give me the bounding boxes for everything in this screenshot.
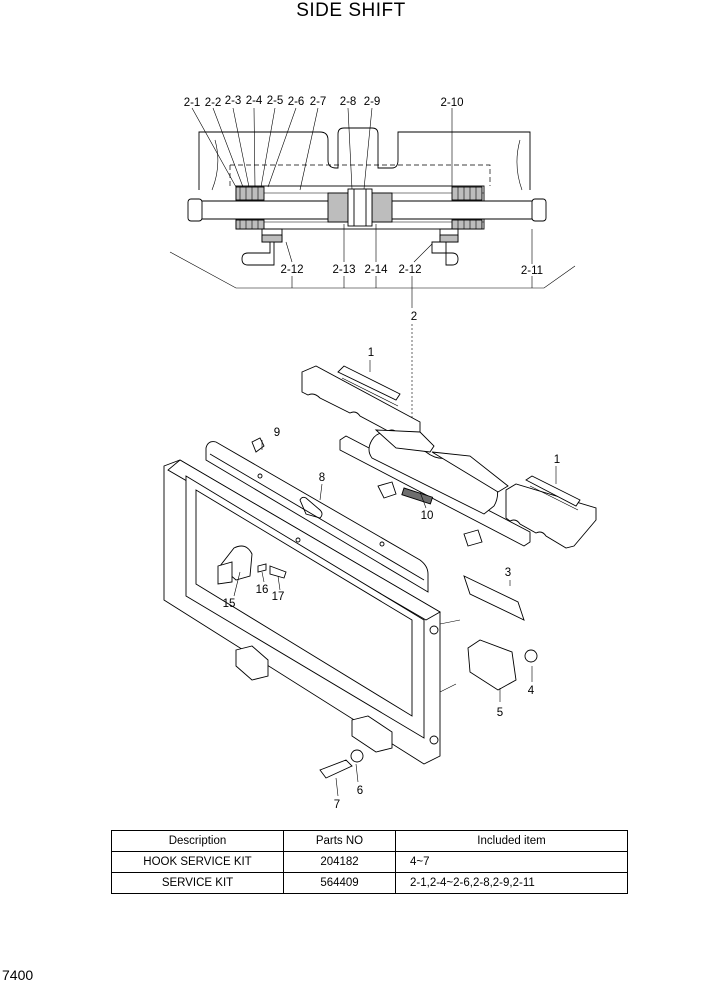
row-description: SERVICE KIT bbox=[111, 872, 284, 894]
row-parts-no: 564409 bbox=[283, 872, 396, 894]
part-leader-lines bbox=[233, 360, 557, 797]
table-header-row: Description Parts NO Included item bbox=[111, 830, 628, 852]
callout-3: 3 bbox=[505, 567, 511, 579]
callout-7: 7 bbox=[334, 799, 340, 811]
callout-4: 4 bbox=[528, 685, 535, 697]
callout-2-5: 2-5 bbox=[267, 95, 284, 107]
page-title: SIDE SHIFT bbox=[296, 0, 406, 21]
callout-labels: 2-1 2-2 2-3 2-4 2-5 2-6 2-7 2-8 2-9 2-10… bbox=[184, 95, 561, 811]
callout-10: 10 bbox=[421, 510, 434, 522]
callout-5: 5 bbox=[497, 707, 503, 719]
callout-2-3: 2-3 bbox=[225, 95, 242, 107]
callout-2-2: 2-2 bbox=[205, 97, 222, 109]
carriage-frame bbox=[163, 441, 441, 765]
cylinder-assembly bbox=[339, 429, 531, 547]
callout-2-14: 2-14 bbox=[364, 264, 388, 276]
header-included-item: Included item bbox=[395, 830, 628, 852]
page-number: 7400 bbox=[2, 967, 34, 983]
row-description: HOOK SERVICE KIT bbox=[111, 851, 284, 873]
table-row: HOOK SERVICE KIT 204182 4~7 bbox=[111, 851, 628, 873]
callout-2-10: 2-10 bbox=[440, 97, 463, 109]
cylinder-section-view bbox=[169, 127, 576, 289]
top-leader-lines bbox=[191, 107, 533, 420]
hardware-parts bbox=[251, 437, 538, 779]
lower-wear-strip bbox=[505, 475, 597, 549]
header-description: Description bbox=[111, 830, 284, 852]
callout-2-11: 2-11 bbox=[521, 265, 543, 277]
callout-2: 2 bbox=[411, 311, 417, 323]
callout-2-4: 2-4 bbox=[246, 95, 263, 107]
parts-kit-table: Description Parts NO Included item HOOK … bbox=[111, 830, 628, 894]
row-included-item: 2-1,2-4~2-6,2-8,2-9,2-11 bbox=[395, 872, 628, 894]
callout-2-12-right: 2-12 bbox=[398, 264, 421, 276]
callout-1-upper: 1 bbox=[368, 347, 374, 359]
row-included-item: 4~7 bbox=[395, 851, 628, 873]
callout-6: 6 bbox=[357, 785, 363, 797]
callout-2-8: 2-8 bbox=[340, 96, 357, 108]
callout-2-1: 2-1 bbox=[184, 97, 201, 109]
callout-2-13: 2-13 bbox=[332, 264, 355, 276]
callout-8: 8 bbox=[319, 472, 325, 484]
callout-15: 15 bbox=[223, 598, 236, 610]
callout-2-9: 2-9 bbox=[364, 96, 381, 108]
side-shift-exploded-diagram: 2-1 2-2 2-3 2-4 2-5 2-6 2-7 2-8 2-9 2-10… bbox=[163, 95, 597, 811]
callout-1-lower: 1 bbox=[554, 454, 560, 466]
callout-2-7: 2-7 bbox=[310, 96, 327, 108]
callout-16: 16 bbox=[256, 584, 269, 596]
upper-wear-strip bbox=[301, 365, 421, 443]
callout-17: 17 bbox=[272, 591, 285, 603]
callout-2-12-left: 2-12 bbox=[280, 264, 303, 276]
row-parts-no: 204182 bbox=[283, 851, 396, 873]
callout-2-6: 2-6 bbox=[288, 96, 305, 108]
table-row: SERVICE KIT 564409 2-1,2-4~2-6,2-8,2-9,2… bbox=[111, 872, 628, 894]
header-parts-no: Parts NO bbox=[283, 830, 396, 852]
callout-9: 9 bbox=[274, 427, 280, 439]
